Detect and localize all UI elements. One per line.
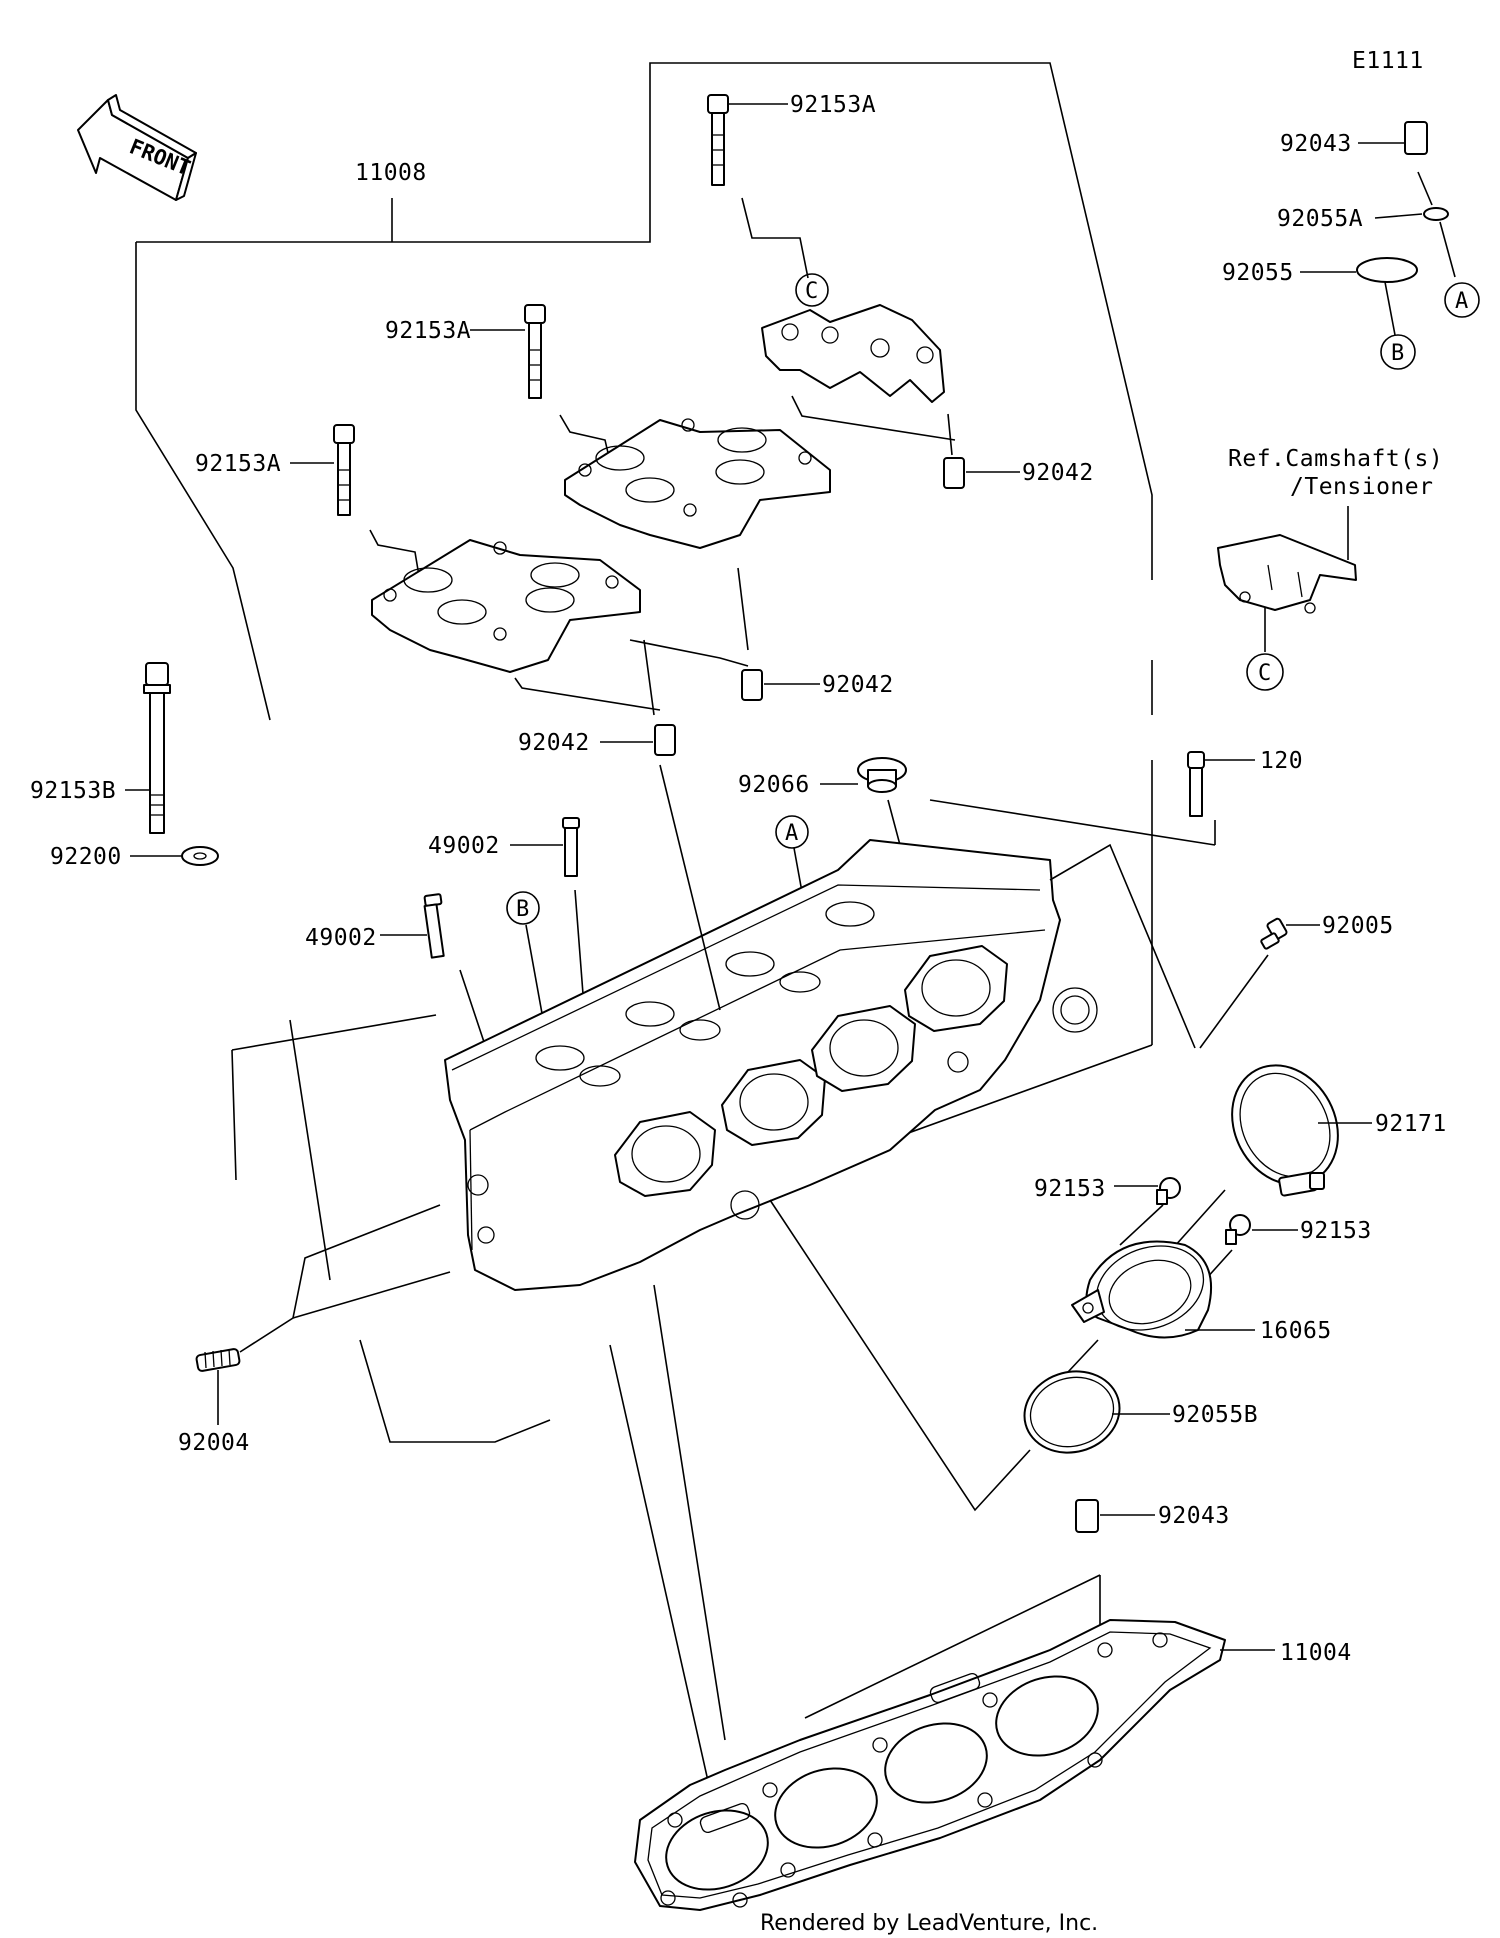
part-number-92005: 92005 [1322,913,1394,939]
part-number-92042-mid: 92042 [822,672,894,698]
part-number-92066: 92066 [738,772,810,798]
callout-c-ref-label: C [1258,661,1271,686]
bolt-120-icon [1187,751,1205,817]
screw-92153-a-icon [1156,1177,1181,1205]
callout-a-top-label: A [1455,289,1468,314]
cylinder-head [444,839,1098,1291]
exhaust-port-3 [811,1005,916,1092]
diagram-code: E1111 [1352,48,1424,74]
part-number-92055B: 92055B [1172,1402,1258,1428]
front-arrow-icon: FRONT [77,94,197,201]
part-number-11004: 11004 [1280,1640,1352,1666]
camshaft-cap-lower [371,539,641,673]
camshaft-cap-c [761,304,945,403]
camshaft-tensioner-bracket [1217,534,1357,614]
part-number-92200: 92200 [50,844,122,870]
callout-c-top-label: C [805,279,818,304]
exhaust-port-1 [614,1111,716,1197]
callout-b-mid [506,891,540,925]
throttle-body-holder-16065-icon [1071,1240,1212,1339]
part-number-92042-right: 92042 [1022,460,1094,486]
reference-note-line2: /Tensioner [1290,474,1433,500]
part-number-120: 120 [1260,748,1303,774]
hose-clamp-92171-icon [1231,1064,1339,1197]
part-number-16065: 16065 [1260,1318,1332,1344]
part-number-92004: 92004 [178,1430,250,1456]
part-number-92153A-mid: 92153A [385,318,471,344]
callout-c-top [795,273,829,307]
screw-92153-b-icon [1225,1214,1251,1245]
stud-92004-icon [195,1348,241,1372]
exhaust-port-4 [904,945,1008,1032]
render-credit: Rendered by LeadVenture, Inc. [760,1911,1098,1936]
callout-b-mid-label: B [516,897,529,922]
dowel-92042-mid-icon [741,669,763,701]
callout-a-mid [775,815,809,849]
bolt-92153B-icon [143,662,171,834]
part-number-92153A-left: 92153A [195,451,281,477]
part-number-49002-upper: 49002 [428,833,500,859]
fitting-92005-icon [1260,917,1288,950]
dowel-92043-top-icon [1404,121,1428,155]
valve-guide-49002-upper-icon [562,817,580,877]
part-number-92055A: 92055A [1277,206,1363,232]
dowel-92043-bottom-icon [1075,1499,1099,1533]
camshaft-cap-upper [564,418,831,549]
part-number-92153-a: 92153 [1034,1176,1106,1202]
camshaft-journals [535,901,875,1087]
part-number-11008: 11008 [355,160,427,186]
exhaust-port-2 [721,1059,826,1146]
dowel-92042-left-icon [654,724,676,756]
part-number-92153A-top: 92153A [790,92,876,118]
plug-92066-icon [857,757,907,793]
part-number-49002-lower: 49002 [305,925,377,951]
part-number-92043-top: 92043 [1280,131,1352,157]
valve-guide-49002-lower-icon [423,893,445,959]
head-gasket-11004 [634,1619,1226,1911]
callout-a-top [1444,282,1480,318]
bolt-92153A-top-icon [707,94,729,186]
washer-92200-icon [181,846,219,866]
o-ring-92055B-icon [1023,1370,1121,1454]
part-number-92153-b: 92153 [1300,1218,1372,1244]
bolt-92153A-mid-icon [524,304,546,399]
o-ring-92055-icon [1356,257,1418,283]
callout-b-top-label: B [1391,341,1404,366]
reference-note-line1: Ref.Camshaft(s) [1228,446,1443,472]
callout-c-ref [1246,653,1284,691]
part-number-92153B: 92153B [30,778,116,804]
part-number-92042-left: 92042 [518,730,590,756]
callout-b-top [1380,334,1416,370]
bolt-92153A-left-icon [333,424,355,516]
part-number-92171: 92171 [1375,1111,1447,1137]
dowel-92042-right-icon [943,457,965,489]
callout-a-mid-label: A [785,821,798,846]
o-ring-92055A-icon [1423,207,1449,221]
part-number-92043-bottom: 92043 [1158,1503,1230,1529]
part-number-92055: 92055 [1222,260,1294,286]
